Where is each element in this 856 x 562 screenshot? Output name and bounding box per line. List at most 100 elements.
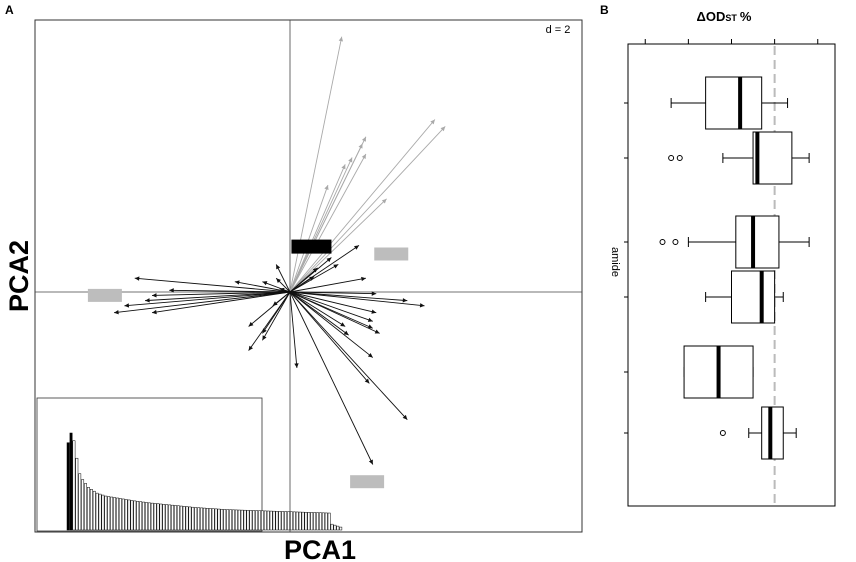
eigenvalue-bar xyxy=(246,510,250,531)
loading-arrow xyxy=(289,291,380,334)
loading-arrowhead xyxy=(234,280,240,285)
loading-arrow xyxy=(248,291,291,327)
loading-arrowhead xyxy=(333,264,339,269)
eigenvalue-bar xyxy=(182,506,186,531)
eigenvalue-bar xyxy=(232,509,235,531)
eigenvalue-bar xyxy=(174,505,177,531)
box-row-labels xyxy=(624,102,628,434)
eigenvalue-bar xyxy=(159,503,163,531)
eigenvalue-bar xyxy=(188,506,192,531)
eigenvalue-bar xyxy=(316,512,319,531)
d-scale-label: d = 2 xyxy=(546,24,571,36)
loading-arrowhead xyxy=(248,321,254,327)
group-labels xyxy=(87,239,409,489)
panel-b-label: B xyxy=(600,3,609,17)
eigenvalue-bar xyxy=(72,440,76,531)
strain-label-box xyxy=(350,475,385,489)
box-iqr xyxy=(735,215,780,269)
eigenvalue-bar xyxy=(133,500,137,531)
loading-arrow xyxy=(169,289,291,293)
eigenvalue-bar xyxy=(220,508,224,531)
box-iqr xyxy=(731,270,776,324)
eigenvalue-bar xyxy=(95,492,99,531)
eigenvalue-bar xyxy=(87,487,90,531)
eigenvalue-bar xyxy=(107,496,111,531)
eigenvalue-inset xyxy=(36,397,343,532)
loading-arrow xyxy=(275,264,291,293)
loading-arrowhead xyxy=(134,276,140,281)
loading-arrowhead xyxy=(402,298,408,303)
box-iqr xyxy=(752,131,793,185)
loading-arrowhead xyxy=(361,136,366,142)
loading-arrow xyxy=(289,291,374,358)
eigenvalue-bar xyxy=(214,508,218,531)
eigenvalue-bar xyxy=(234,509,238,531)
x-axis-title: PCA1 xyxy=(284,535,356,562)
eigenvalue-bar xyxy=(301,511,305,531)
eigenvalue-bar xyxy=(118,498,122,531)
y-axis-title: PCA2 xyxy=(4,240,34,312)
eigenvalue-bar xyxy=(229,509,232,531)
eigenvalue-bar xyxy=(75,457,79,531)
eigenvalue-bar xyxy=(116,497,119,531)
loading-arrowhead xyxy=(276,278,281,283)
eigenvalue-bar xyxy=(284,511,288,531)
loading-arrow xyxy=(289,164,346,293)
eigenvalue-bar xyxy=(124,499,128,531)
eigenvalue-bar xyxy=(319,512,322,531)
loading-arrowhead xyxy=(152,309,157,315)
loading-arrow xyxy=(262,291,291,341)
strain-label-box xyxy=(374,247,409,261)
eigenvalue-bar xyxy=(304,511,308,531)
eigenvalue-bar xyxy=(153,503,157,531)
loading-arrow xyxy=(289,153,367,293)
box-title: ΔODST% xyxy=(697,9,752,24)
eigenvalue-bar xyxy=(168,504,172,531)
box-title-main: ΔOD xyxy=(697,9,726,24)
eigenvalue-bar xyxy=(336,525,340,531)
loading-arrowhead xyxy=(124,303,130,308)
eigenvalue-bar xyxy=(121,498,125,531)
loading-arrowhead xyxy=(367,353,373,358)
eigenvalue-bar xyxy=(217,508,221,531)
eigenvalue-bar xyxy=(200,507,203,531)
eigenvalue-bar xyxy=(113,497,116,531)
eigenvalue-bar xyxy=(333,524,337,531)
loading-arrowhead xyxy=(294,363,299,368)
eigenvalue-bar xyxy=(185,506,189,531)
loading-arrowhead xyxy=(340,322,346,327)
eigenvalue-bar xyxy=(78,473,82,531)
eigenvalue-bar xyxy=(84,483,87,531)
eigenvalue-bar xyxy=(145,502,148,531)
eigenvalue-bar xyxy=(269,510,273,531)
loading-arrowhead xyxy=(114,309,119,315)
eigenvalue-bar xyxy=(298,511,302,531)
amide-label: amide xyxy=(609,247,621,277)
loading-arrowhead xyxy=(169,288,174,293)
eigenvalue-bar xyxy=(92,490,96,531)
loading-arrowhead xyxy=(338,36,344,42)
loading-arrow xyxy=(289,291,408,302)
box-iqr xyxy=(705,76,763,130)
loading-arrow xyxy=(289,276,315,293)
loading-arrow xyxy=(289,126,446,293)
loading-arrowhead xyxy=(262,281,268,286)
loading-arrowhead xyxy=(419,303,425,308)
box-outlier xyxy=(672,239,679,245)
loading-arrowhead xyxy=(402,414,408,420)
box-outlier xyxy=(719,430,726,436)
eigenvalue-bar xyxy=(179,505,183,531)
eigenvalue-bar xyxy=(255,510,259,531)
loading-arrow xyxy=(289,291,374,465)
box-x-ticks xyxy=(644,39,819,44)
loading-arrow xyxy=(289,264,339,293)
loading-arrow xyxy=(289,291,370,384)
loading-arrowhead xyxy=(152,293,157,298)
loading-arrowhead xyxy=(371,309,377,314)
eigenvalue-bar xyxy=(203,507,206,531)
eigenvalue-bar xyxy=(261,510,264,531)
loading-arrowhead xyxy=(343,330,349,336)
box-outlier xyxy=(668,155,675,161)
loading-arrow xyxy=(289,277,366,293)
